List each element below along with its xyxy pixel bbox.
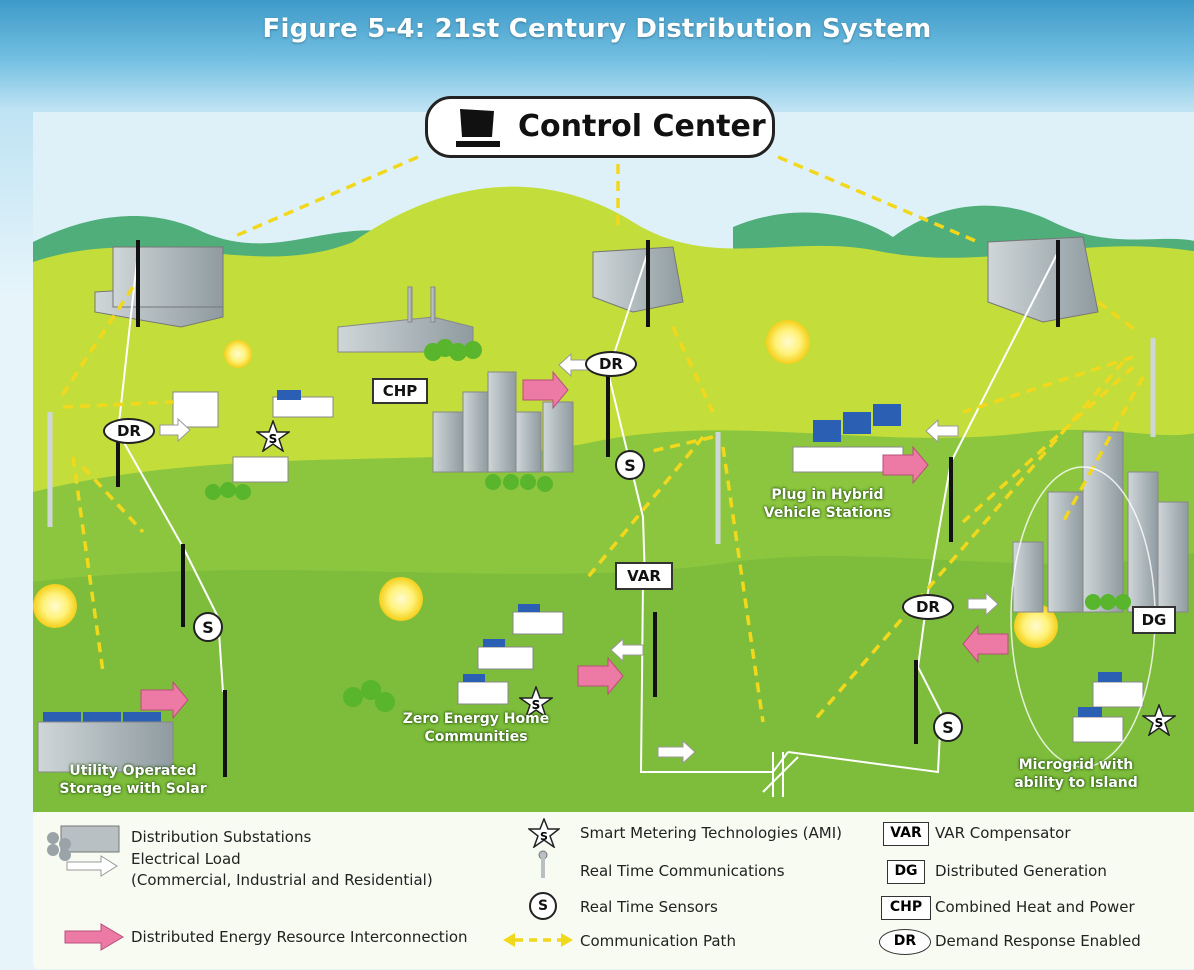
dr-legend-oval: DR <box>879 929 931 955</box>
smart-meter-star-icon: S <box>256 420 290 452</box>
control-center-box: Control Center <box>425 96 775 158</box>
legend-chp: Combined Heat and Power <box>935 898 1135 916</box>
smart-meter-star-icon: S <box>528 818 560 848</box>
sensor-badge: S <box>615 450 645 480</box>
legend-comms: Real Time Communications <box>580 862 785 880</box>
star-letter: S <box>540 830 548 843</box>
chp-legend-box: CHP <box>881 896 931 920</box>
sensor-badge: S <box>529 892 557 920</box>
figure-title: Figure 5-4: 21st Century Distribution Sy… <box>262 14 932 44</box>
comm-path-arrow-icon <box>503 933 573 947</box>
legend-load-line1: Electrical Load <box>131 850 241 868</box>
legend-der: Distributed Energy Resource Interconnect… <box>131 928 468 946</box>
dr-tag: DR <box>585 351 637 377</box>
caption-plug-in-hybrid: Plug in Hybrid Vehicle Stations <box>763 487 892 521</box>
dr-tag: DR <box>902 594 954 620</box>
legend-dg: Distributed Generation <box>935 862 1107 880</box>
star-letter: S <box>1155 716 1164 730</box>
star-letter: S <box>269 432 278 446</box>
legend-load-line2: (Commercial, Industrial and Residential) <box>131 871 433 889</box>
der-interconnection-arrow-icon <box>64 923 124 951</box>
star-letter: S <box>532 698 541 712</box>
smart-meter-star-icon: S <box>519 686 553 718</box>
scene <box>33 112 1194 812</box>
sensor-badge: S <box>193 612 223 642</box>
legend-var: VAR Compensator <box>935 824 1071 842</box>
dg-tag: DG <box>1132 606 1176 634</box>
legend: Distribution Substations Electrical Load… <box>33 812 1194 969</box>
caption-zero-energy: Zero Energy Home Communities <box>402 711 550 745</box>
var-tag: VAR <box>615 562 673 590</box>
sensor-badge: S <box>933 712 963 742</box>
dg-legend-box: DG <box>887 860 925 884</box>
caption-utility-storage: Utility Operated Storage with Solar <box>59 763 207 797</box>
chp-tag: CHP <box>372 378 428 404</box>
legend-smart-metering: Smart Metering Technologies (AMI) <box>580 824 843 842</box>
caption-microgrid: Microgrid with ability to Island <box>1014 757 1138 791</box>
legend-sensors: Real Time Sensors <box>580 898 718 916</box>
var-legend-box: VAR <box>883 822 929 846</box>
landscape-graphic <box>33 112 1194 812</box>
comm-tower-icon <box>538 850 548 878</box>
substation-icon <box>47 825 120 861</box>
legend-dr: Demand Response Enabled <box>935 932 1141 950</box>
dr-tag: DR <box>103 418 155 444</box>
legend-substations: Distribution Substations <box>131 828 312 846</box>
legend-comm-path: Communication Path <box>580 932 736 950</box>
smart-meter-star-icon: S <box>1142 704 1176 736</box>
computer-monitor-icon <box>456 109 500 147</box>
control-center-label: Control Center <box>518 109 766 144</box>
electrical-load-arrow-icon <box>66 855 118 877</box>
